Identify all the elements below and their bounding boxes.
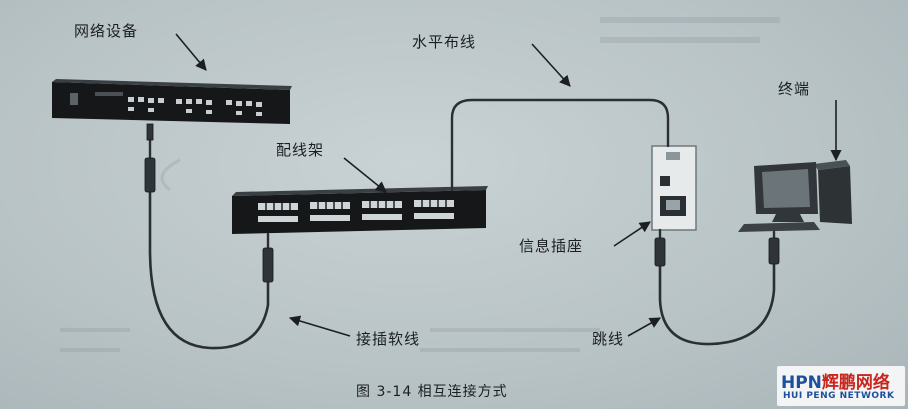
- network-device: [52, 79, 292, 124]
- label-info-outlet: 信息插座: [519, 237, 584, 255]
- figure-caption: 图 3-14 相互连接方式: [356, 384, 508, 400]
- jumper-cable: [658, 260, 776, 346]
- info-outlet: [651, 145, 697, 231]
- cables: [148, 98, 776, 350]
- connectors: [144, 123, 780, 283]
- horizontal-cable: [450, 98, 670, 192]
- label-network-device: 网络设备: [74, 22, 139, 40]
- label-terminal: 终端: [778, 80, 811, 98]
- label-patch-cord: 接插软线: [356, 330, 421, 348]
- patch-cord-cable: [148, 190, 270, 350]
- label-horizontal-cabling: 水平布线: [412, 33, 477, 51]
- label-patch-panel: 配线架: [276, 141, 325, 159]
- watermark-subtitle: HUI PENG NETWORK: [783, 391, 895, 401]
- pointer-arrows: [175, 33, 842, 337]
- background-texture: [60, 17, 780, 352]
- watermark-title: HPN辉鹏网络: [781, 368, 890, 393]
- watermark-brand-en: HPN: [781, 373, 822, 393]
- label-jumper: 跳线: [592, 330, 625, 348]
- watermark-brand-cn: 辉鹏网络: [821, 373, 890, 393]
- patch-panel: [232, 186, 488, 234]
- terminal-computer: [738, 160, 852, 232]
- watermark-logo: HPN辉鹏网络 HUI PENG NETWORK: [777, 366, 905, 406]
